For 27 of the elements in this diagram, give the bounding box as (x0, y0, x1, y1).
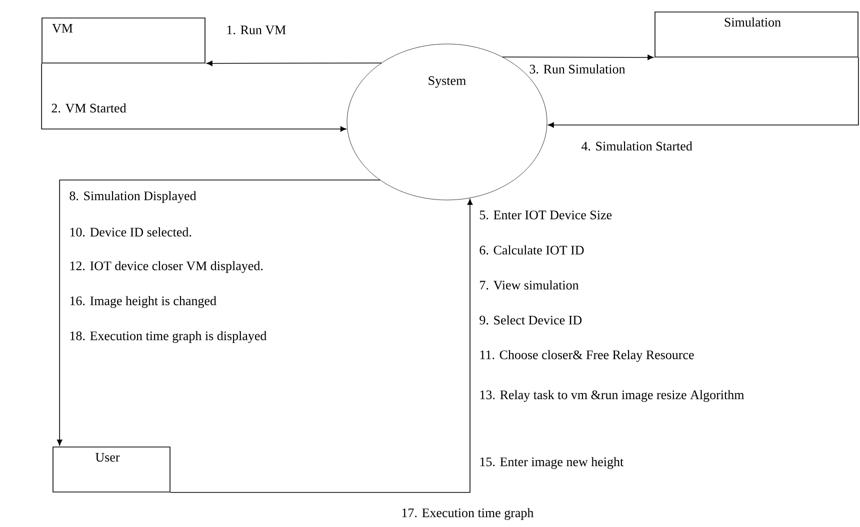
arrow (548, 57, 859, 128)
message-label: 12. IOT device closer VM displayed. (70, 261, 263, 273)
edge-label: 4. Simulation Started (581, 141, 692, 151)
entity-box: Simulation (654, 12, 858, 58)
message-label: 9. Select Device ID (480, 315, 582, 325)
message-label: 17. Execution time graph (402, 508, 534, 520)
arrow (56, 180, 380, 446)
edge-label: 2. VM Started (52, 103, 126, 113)
message-label: 6. Calculate IOT ID (480, 245, 584, 255)
edge-label: 1. Run VM (227, 26, 286, 34)
message-label: 7. View simulation (480, 280, 579, 290)
entity-box: User (52, 446, 170, 492)
arrow (170, 198, 473, 493)
arrow (502, 54, 654, 60)
message-label: 18. Execution time graph is displayed (70, 331, 267, 343)
message-label: 10. Device ID selected. (70, 227, 192, 237)
arrow (206, 60, 382, 66)
arrow (41, 63, 346, 132)
edge-label: 3. Run Simulation (530, 64, 626, 74)
message-label: 16. Image height is changed (70, 296, 216, 308)
message-label: 11. Choose closer& Free Relay Resource (480, 350, 694, 362)
message-label: 5. Enter IOT Device Size (480, 210, 612, 220)
process-label: System (428, 76, 466, 88)
message-label: 8. Simulation Displayed (70, 191, 196, 203)
message-label: 15. Enter image new height (480, 457, 624, 469)
message-label: 13. Relay task to vm &run image resize Algorithm (480, 390, 744, 402)
entity-box: VM (42, 18, 206, 64)
